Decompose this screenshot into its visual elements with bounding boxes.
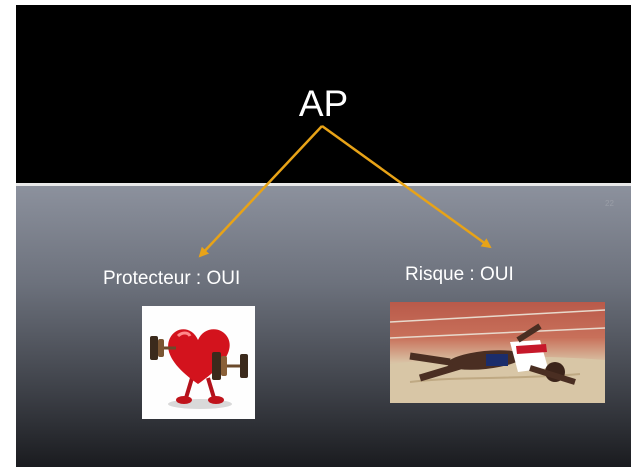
athlete-image [390,302,605,403]
arrow-right [321,124,492,249]
protecteur-label: Protecteur : OUI [103,268,241,289]
divider-line [16,183,631,186]
risque-label: Risque : OUI [405,264,514,285]
slide: AP 22 Protecteur : OUI Risque : OUI [16,5,631,467]
arrows-diagram [198,124,492,258]
title-area [16,5,631,183]
slide-title: AP [298,83,349,124]
arrow-left [198,125,323,258]
page-number: 22 [605,199,614,208]
heart-dumbbell-image [142,306,255,419]
